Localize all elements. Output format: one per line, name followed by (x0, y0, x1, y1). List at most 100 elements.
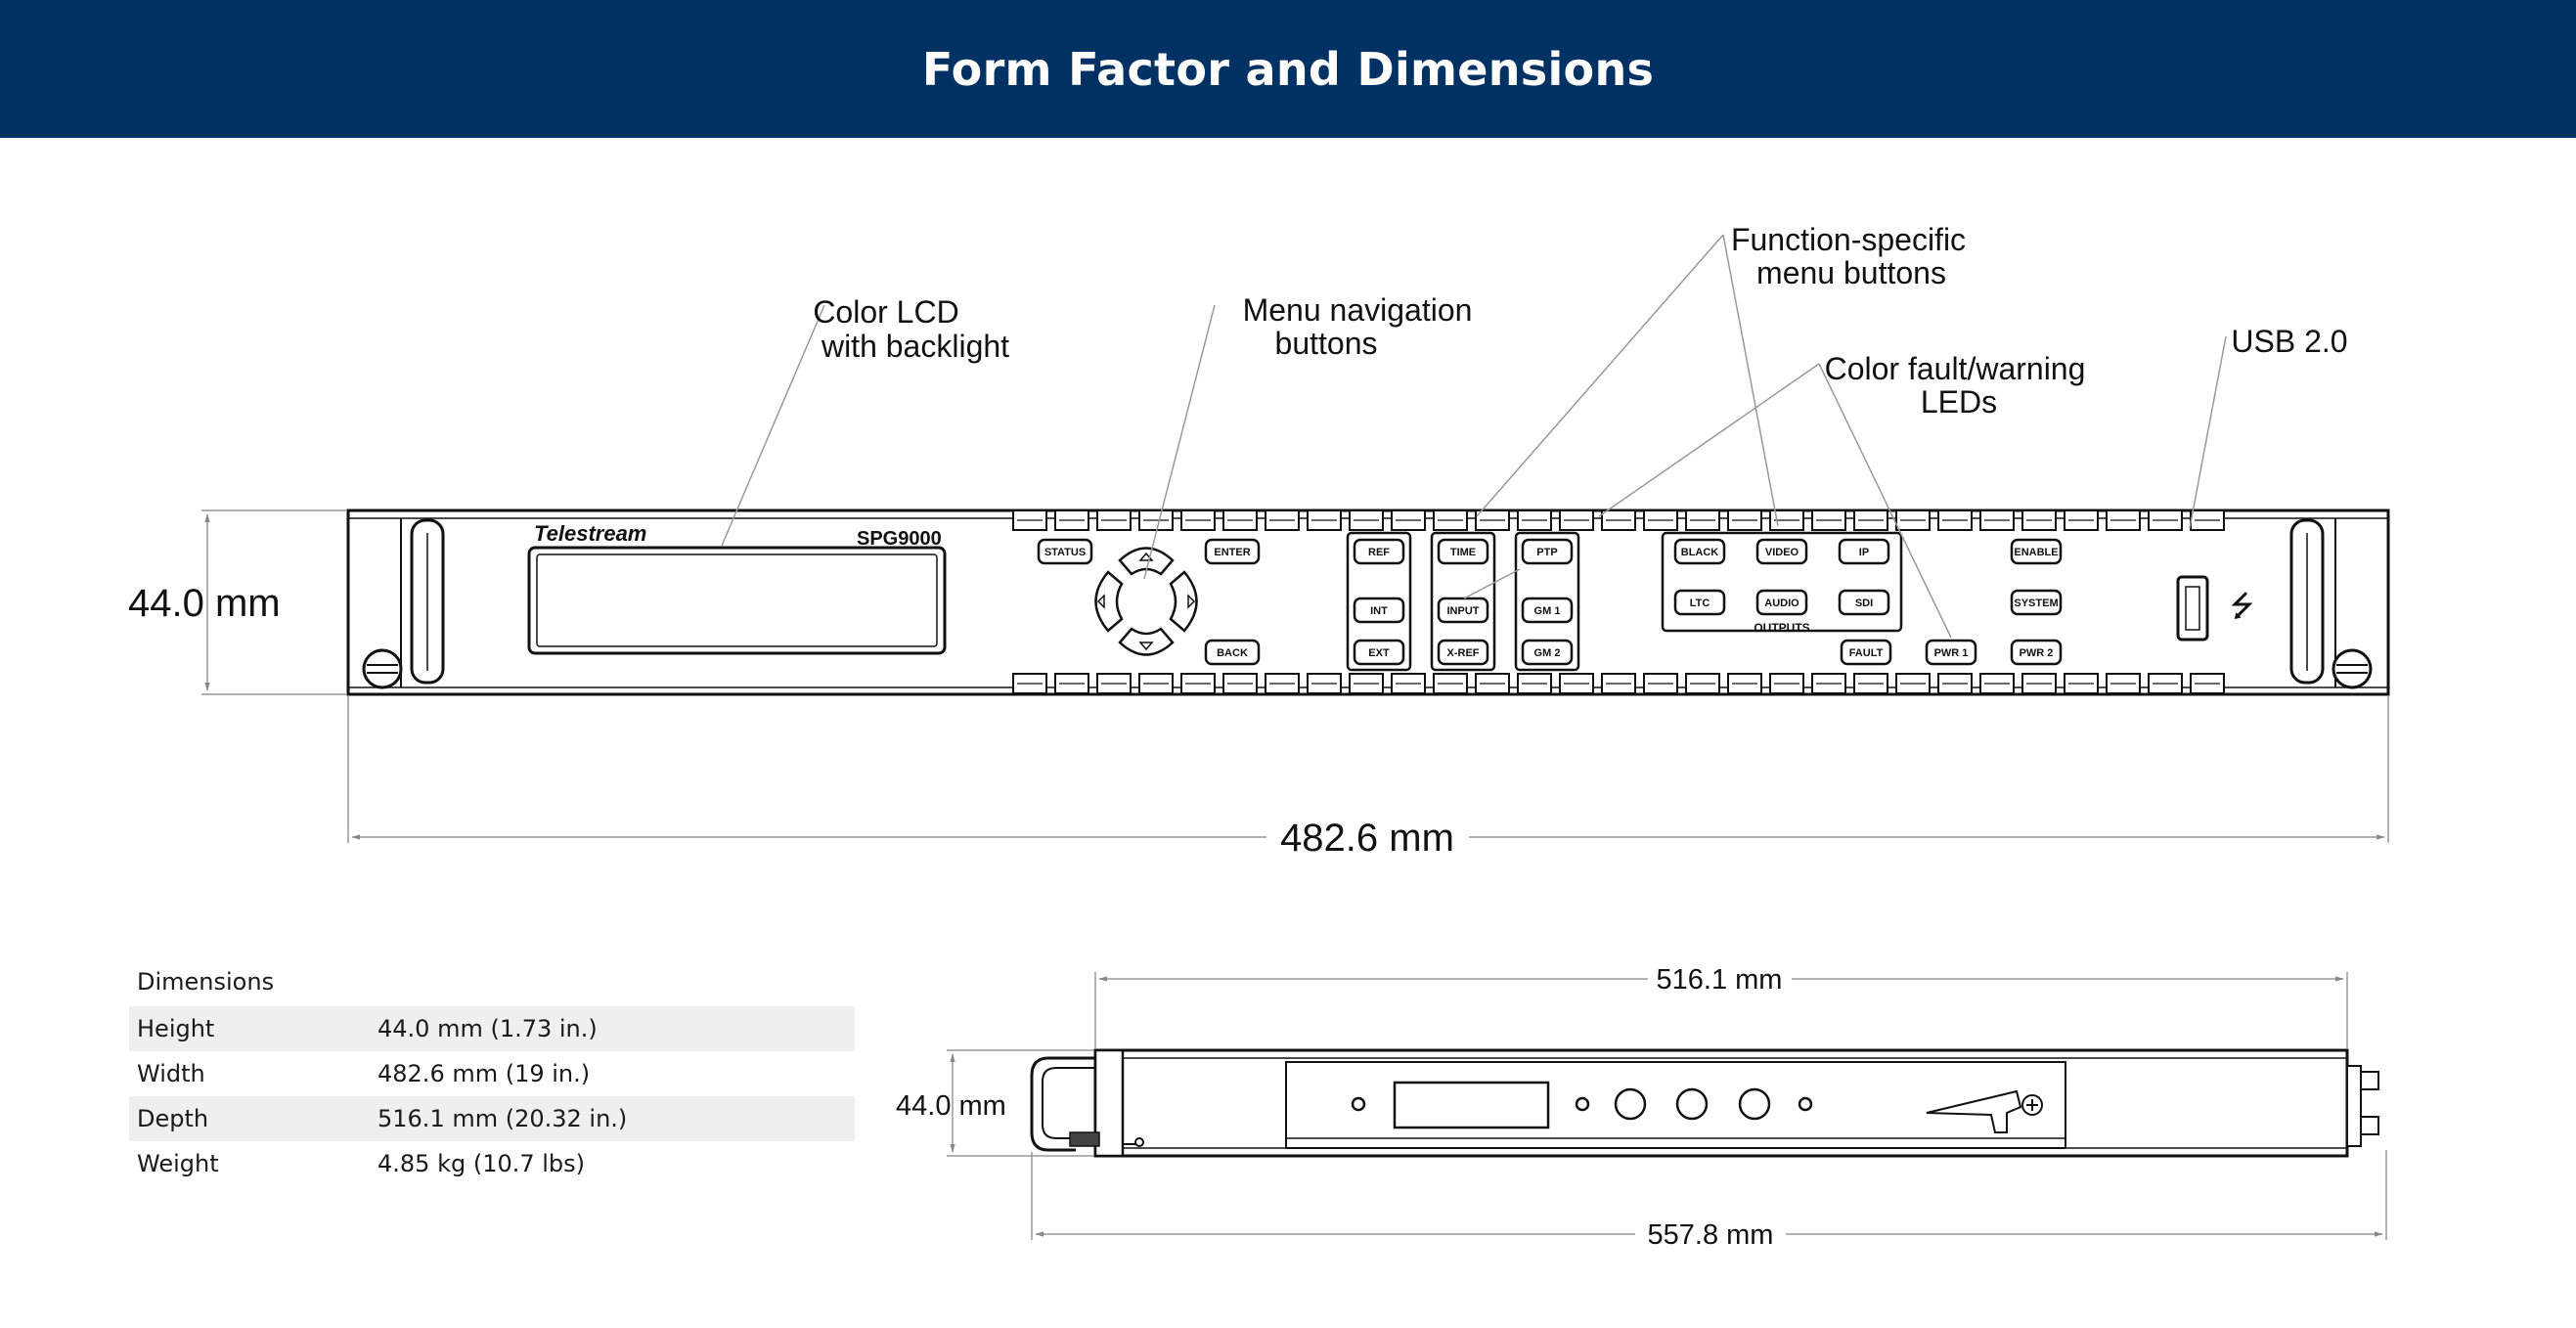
table-row: Weight 4.85 kg (10.7 lbs) (129, 1141, 855, 1186)
side-depth-dimension (1094, 972, 2348, 1048)
system-button[interactable]: SYSTEM (2010, 589, 2063, 616)
pwr1-button[interactable]: PWR 1 (1925, 639, 1977, 666)
front-height-label: 44.0 mm (128, 582, 281, 625)
front-height-dimension (201, 509, 346, 695)
ext-button[interactable]: EXT (1353, 639, 1405, 666)
video-button-frame (1755, 538, 1808, 565)
ltc-button-label: LTC (1690, 598, 1710, 609)
int-button-label: INT (1370, 605, 1388, 617)
row-label: Depth (137, 1105, 209, 1132)
time-button[interactable]: TIME (1437, 538, 1489, 565)
table-row: Depth 516.1 mm (20.32 in.) (129, 1096, 855, 1141)
time-button-label: TIME (1450, 547, 1476, 558)
gm2-button-label: GM 2 (1534, 647, 1561, 659)
row-value: 516.1 mm (20.32 in.) (378, 1105, 628, 1132)
ref-button-label: REF (1368, 547, 1390, 558)
svg-text:STATUS: STATUS (1044, 547, 1086, 558)
ref-button[interactable]: REF (1353, 538, 1405, 565)
callout-function: Function-specific menu buttons (1731, 222, 1966, 290)
gm2-button-frame (1521, 639, 1574, 666)
svg-text:LEDs: LEDs (1921, 384, 1997, 420)
sdi-button[interactable]: SDI (1838, 589, 1890, 616)
usb-port: ⭍ (2176, 575, 2254, 642)
side-view (1030, 1048, 2379, 1158)
dimensions-table: Dimensions Height 44.0 mm (1.73 in.) Wid… (129, 963, 855, 1186)
ltc-button-frame (1673, 589, 1726, 616)
int-button-frame (1353, 597, 1405, 624)
gm1-button-frame (1521, 597, 1574, 624)
gm1-button[interactable]: GM 1 (1521, 597, 1574, 624)
ptp-button-frame (1521, 538, 1574, 565)
page-header: Form Factor and Dimensions (0, 0, 2576, 138)
side-overall-label: 557.8 mm (1648, 1219, 1774, 1251)
side-height-dimension (947, 1049, 1093, 1157)
row-value: 44.0 mm (1.73 in.) (378, 1015, 598, 1042)
video-button[interactable]: VIDEO (1755, 538, 1808, 565)
ip-button-frame (1838, 538, 1890, 565)
fault-button-frame (1840, 639, 1892, 666)
row-label: Weight (137, 1150, 219, 1177)
sdi-button-frame (1838, 589, 1890, 616)
front-width-label: 482.6 mm (1280, 817, 1454, 860)
audio-button[interactable]: AUDIO (1755, 589, 1808, 616)
ptp-button-label: PTP (1536, 547, 1557, 558)
black-button[interactable]: BLACK (1673, 538, 1726, 565)
system-button-label: SYSTEM (2014, 598, 2058, 609)
pwr2-button-frame (2010, 639, 2063, 666)
outputs-label: OUTPUTS (1754, 621, 1809, 635)
ext-button-frame (1353, 639, 1405, 666)
svg-text:Color LCD: Color LCD (813, 294, 958, 330)
callout-nav: Menu navigation buttons (1243, 292, 1473, 361)
input-button-label: INPUT (1447, 605, 1480, 617)
int-button[interactable]: INT (1353, 597, 1405, 624)
front-panel: Telestream SPG9000 STATUS ENTER BACK (346, 509, 2390, 696)
direction-pad[interactable] (1094, 547, 1198, 656)
xref-button[interactable]: X-REF (1437, 639, 1489, 666)
table-row: Width 482.6 mm (19 in.) (129, 1051, 855, 1096)
svg-text:Function-specific: Function-specific (1731, 222, 1966, 257)
xref-button-label: X-REF (1447, 647, 1480, 659)
row-label: Width (137, 1060, 205, 1087)
pwr1-button-frame (1925, 639, 1977, 666)
input-button[interactable]: INPUT (1437, 597, 1489, 624)
model-label: SPG9000 (857, 528, 942, 550)
side-depth-label: 516.1 mm (1657, 964, 1783, 996)
time-button-frame (1437, 538, 1489, 565)
pwr2-button[interactable]: PWR 2 (2010, 639, 2063, 666)
status-button[interactable]: STATUS (1037, 538, 1093, 565)
xref-button-frame (1437, 639, 1489, 666)
enter-button[interactable]: ENTER (1204, 538, 1261, 565)
pwr1-button-label: PWR 1 (1934, 647, 1969, 659)
input-button-frame (1437, 597, 1489, 624)
ip-button[interactable]: IP (1838, 538, 1890, 565)
callout-leds: Color fault/warning LEDs (1825, 351, 2086, 420)
ref-button-frame (1353, 538, 1405, 565)
back-button[interactable]: BACK (1204, 639, 1261, 666)
audio-button-frame (1755, 589, 1808, 616)
ip-button-label: IP (1859, 547, 1869, 558)
gm2-button[interactable]: GM 2 (1521, 639, 1574, 666)
svg-text:Menu navigation: Menu navigation (1243, 292, 1473, 328)
black-button-frame (1673, 538, 1726, 565)
brand-logo: Telestream (534, 521, 646, 546)
fault-button-label: FAULT (1849, 647, 1884, 659)
row-label: Height (137, 1015, 215, 1042)
row-value: 482.6 mm (19 in.) (378, 1060, 591, 1087)
fault-button[interactable]: FAULT (1840, 639, 1892, 666)
system-button-frame (2010, 589, 2063, 616)
left-handle (362, 518, 445, 689)
usb-icon: ⭍ (2230, 591, 2254, 623)
callout-lcd: Color LCD with backlight (813, 294, 1009, 364)
enable-button-frame (2010, 538, 2063, 565)
dimensions-table-title: Dimensions (137, 968, 275, 996)
svg-text:buttons: buttons (1275, 326, 1378, 361)
ptp-button[interactable]: PTP (1521, 538, 1574, 565)
enable-button[interactable]: ENABLE (2010, 538, 2063, 565)
ltc-button[interactable]: LTC (1673, 589, 1726, 616)
callout-leaders (721, 234, 2227, 639)
video-button-label: VIDEO (1765, 547, 1799, 558)
sdi-button-label: SDI (1855, 598, 1873, 609)
gm1-button-label: GM 1 (1534, 605, 1561, 617)
svg-text:BACK: BACK (1217, 647, 1248, 659)
vent-slots (1012, 509, 2225, 694)
